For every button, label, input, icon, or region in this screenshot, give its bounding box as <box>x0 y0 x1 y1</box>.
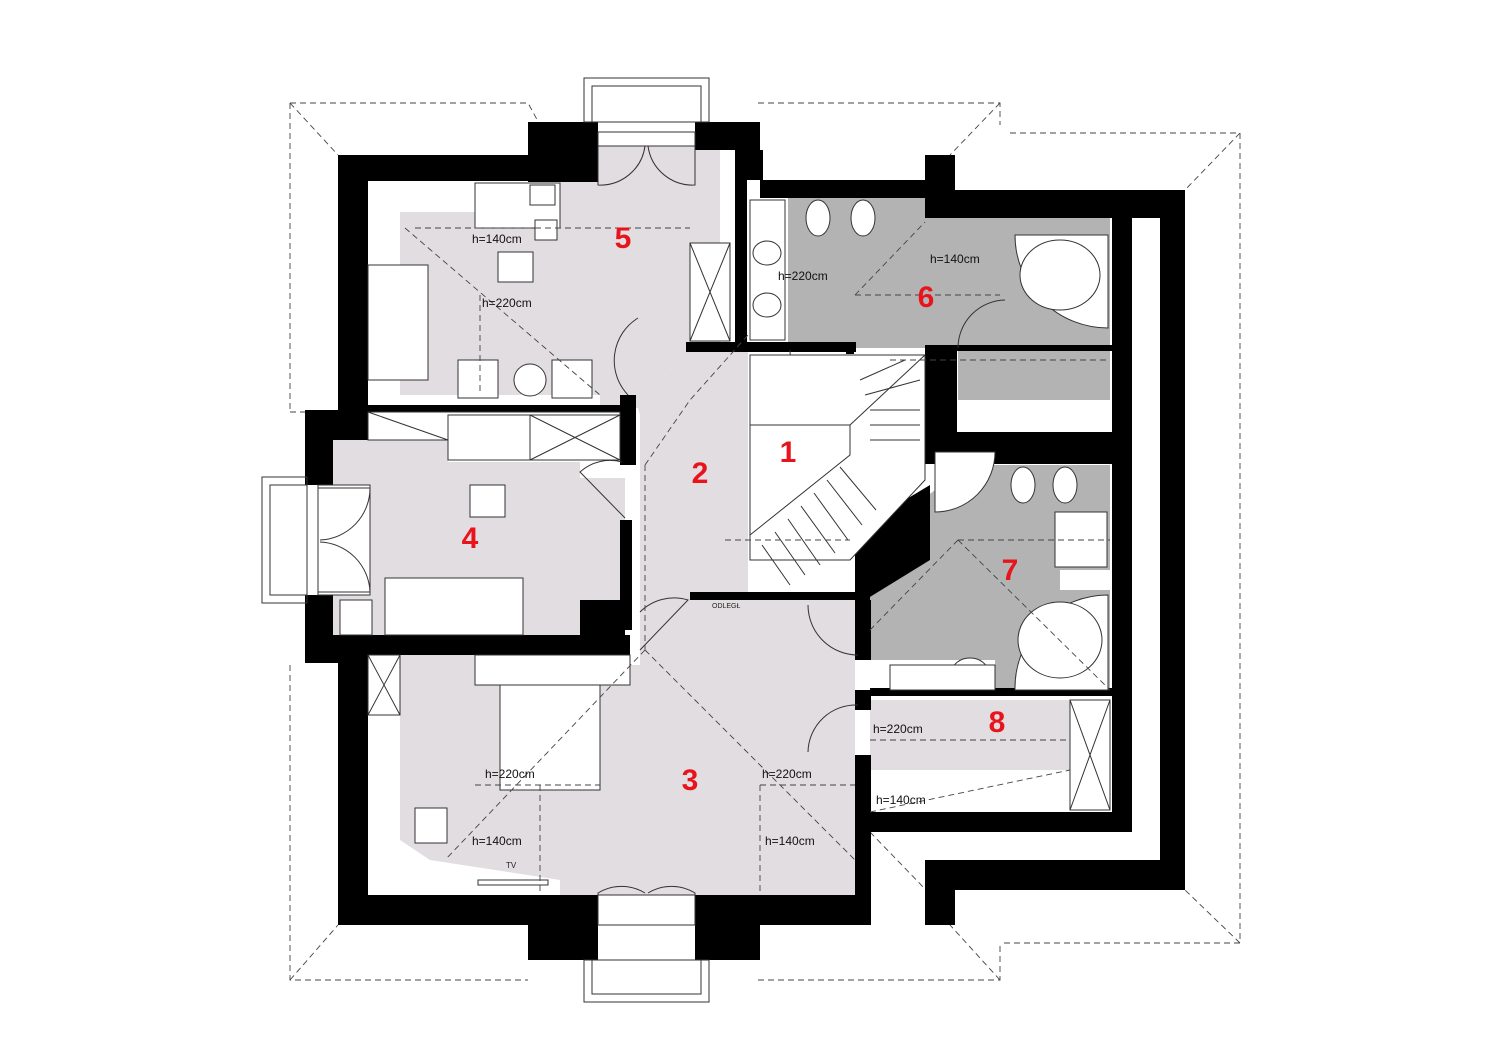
height-label: h=140cm <box>876 793 926 807</box>
stairs-icon <box>749 354 926 586</box>
room-3-furniture <box>367 654 631 886</box>
balconies <box>261 77 710 1003</box>
height-label: h=220cm <box>873 722 923 736</box>
height-label: h=220cm <box>762 767 812 781</box>
floor-room-2 <box>638 350 748 650</box>
room-number-6: 6 <box>918 281 935 314</box>
room-5-furniture <box>367 182 731 399</box>
room-number-2: 2 <box>692 457 709 490</box>
slope-lines <box>404 221 1111 895</box>
bed-icon <box>499 684 601 791</box>
height-labels: h=140cm h=220cm h=220cm h=140cm h=220cm … <box>472 232 980 848</box>
height-label: h=220cm <box>482 296 532 310</box>
bidet-icon <box>1052 466 1078 504</box>
height-label: h=220cm <box>485 767 535 781</box>
desk-chair-icon <box>469 484 506 518</box>
toilet-icon <box>1010 466 1036 504</box>
room-number-7: 7 <box>1002 554 1019 587</box>
room-number-1: 1 <box>780 436 797 469</box>
room-number-8: 8 <box>989 706 1006 739</box>
desk-chair-icon <box>497 251 534 283</box>
bidet-icon <box>850 199 876 237</box>
room-8-fixtures <box>1069 699 1111 811</box>
washbasin-icon <box>752 292 782 318</box>
height-label: h=140cm <box>765 834 815 848</box>
armchair-icon <box>551 359 593 399</box>
armchair-icon <box>414 807 448 844</box>
bathroom-6-fixtures <box>749 199 1109 341</box>
height-label: h=140cm <box>930 252 980 266</box>
room-numbers: 1 2 3 4 5 6 7 8 <box>462 222 1019 797</box>
floor-room-8 <box>870 700 1070 770</box>
room-number-4: 4 <box>462 522 479 555</box>
roof-outline <box>289 102 1241 981</box>
bathroom-7-fixtures <box>889 451 1109 691</box>
annotations: ODLEGŁ TV <box>506 603 741 870</box>
armchair-icon <box>457 359 499 399</box>
stair-note: ODLEGŁ <box>712 603 741 610</box>
room-number-5: 5 <box>615 222 632 255</box>
tv-label: TV <box>506 861 517 870</box>
bed-icon <box>384 577 524 636</box>
shower-tray-icon <box>934 451 996 513</box>
toilet-icon <box>805 199 831 237</box>
washbasin-icon <box>752 240 782 266</box>
height-label: h=140cm <box>472 232 522 246</box>
height-label: h=220cm <box>778 269 828 283</box>
wardrobe-icon <box>367 264 429 381</box>
floor-room-5 <box>400 145 720 408</box>
room-number-3: 3 <box>682 764 699 797</box>
room-4-furniture <box>339 411 621 636</box>
height-label: h=140cm <box>472 834 522 848</box>
